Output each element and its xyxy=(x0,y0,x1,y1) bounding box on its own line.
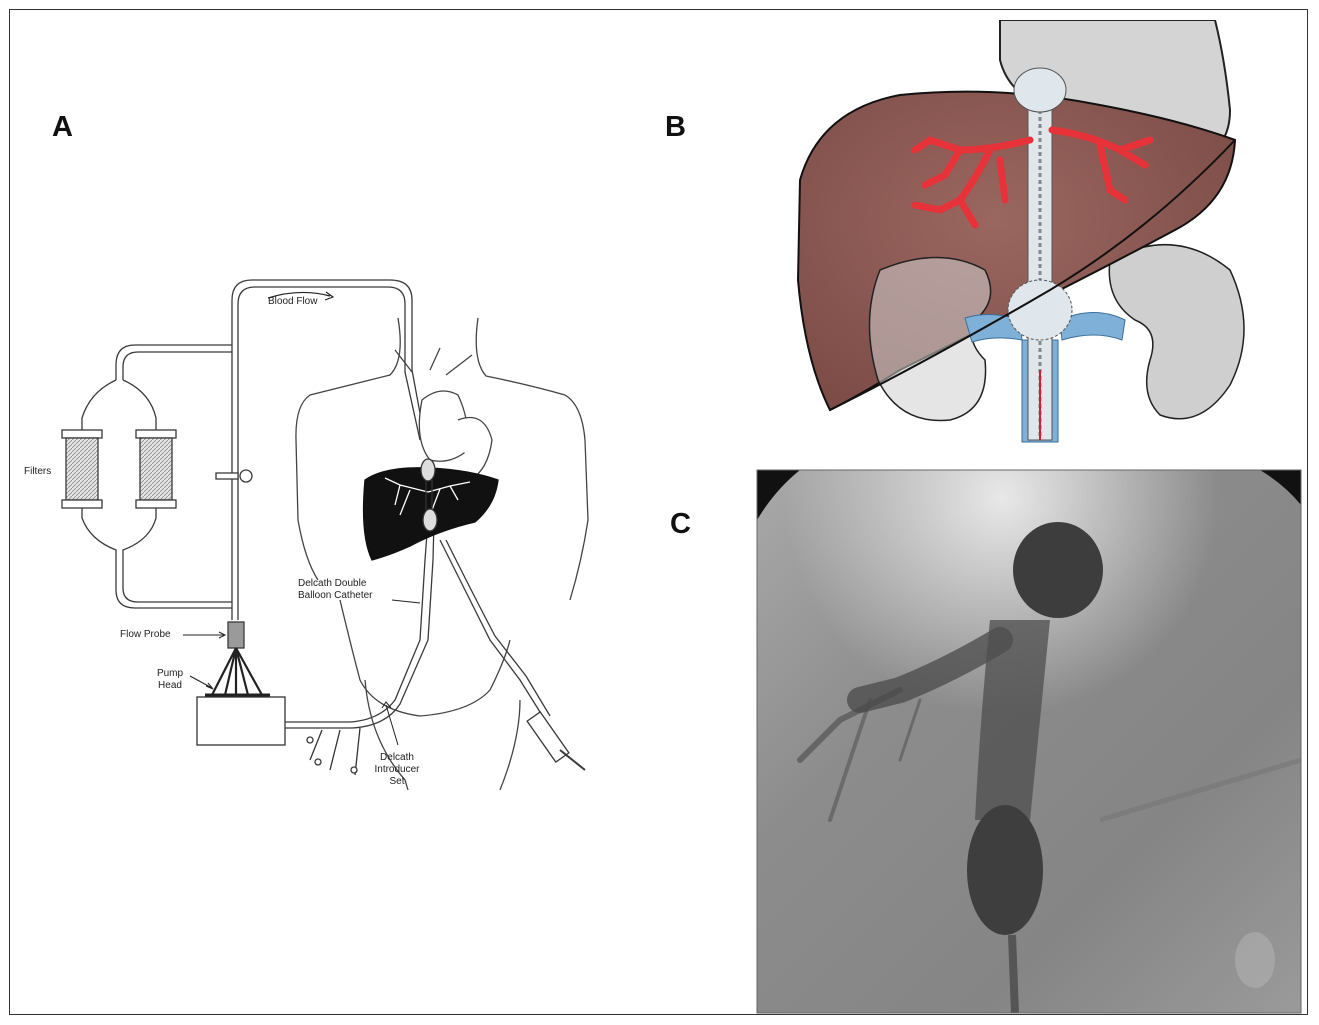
panel-label-c: C xyxy=(670,510,691,539)
heart xyxy=(395,348,492,480)
flow-probe xyxy=(228,622,244,648)
panel-a-diagram xyxy=(62,280,588,790)
panel-label-a: A xyxy=(52,113,73,142)
blood-flow-label: Blood Flow xyxy=(268,296,317,308)
pump-head-label-line1: Pump xyxy=(150,668,190,680)
upper-balloon xyxy=(1014,68,1066,112)
syringe-line xyxy=(440,540,585,770)
introducer-label-line3: Set xyxy=(362,776,432,788)
filters-label: Filters xyxy=(24,466,51,478)
panel-b-illustration xyxy=(798,20,1244,442)
flow-probe-label: Flow Probe xyxy=(120,629,171,641)
kidney-right xyxy=(1109,245,1244,419)
lower-balloon xyxy=(1008,280,1072,340)
return-tubing xyxy=(232,280,425,620)
fluoro-catheter xyxy=(1012,935,1015,1013)
pump-head xyxy=(190,648,285,745)
panel-c-fluoroscopy xyxy=(757,470,1301,1013)
filter-right xyxy=(136,430,176,508)
introducer-label-line2: Introducer xyxy=(362,764,432,776)
catheter-label-line2: Balloon Catheter xyxy=(298,590,373,602)
panel-label-b: B xyxy=(665,113,686,142)
filter-left xyxy=(62,430,102,508)
fluoro-upper-balloon xyxy=(1013,522,1103,618)
pump-head-label-line2: Head xyxy=(150,680,190,692)
line-clamp xyxy=(216,470,252,482)
catheter-label-line1: Delcath Double xyxy=(298,578,366,590)
fluoro-lower-balloon xyxy=(967,805,1043,935)
introducer-label-line1: Delcath xyxy=(362,752,432,764)
